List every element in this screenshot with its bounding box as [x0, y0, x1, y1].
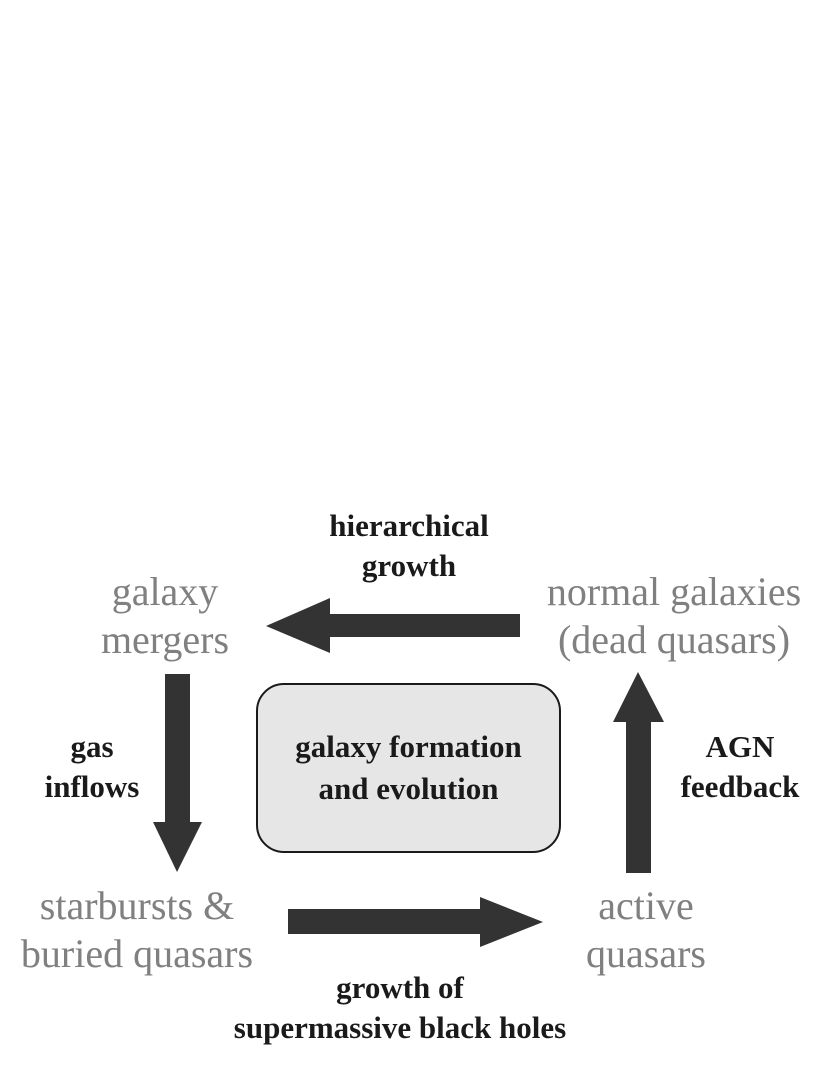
node-starbursts-line-2: buried quasars — [20, 931, 254, 976]
label-smbh-growth-line-2: supermassive black holes — [233, 1010, 567, 1045]
node-active-quasars: active quasars — [556, 882, 736, 978]
node-normal-galaxies: normal galaxies (dead quasars) — [524, 568, 824, 664]
label-agn-feedback: AGN feedback — [660, 727, 820, 807]
center-label-line-2: and evolution — [318, 771, 499, 806]
center-box: galaxy formation and evolution — [256, 683, 561, 853]
node-galaxy-mergers-line-2: mergers — [100, 617, 230, 662]
label-hierarchical-growth-line-1: hierarchical — [329, 508, 489, 543]
label-gas-inflows-line-1: gas — [70, 729, 114, 764]
label-hierarchical-growth-line-2: growth — [361, 548, 457, 583]
node-active-quasars-line-2: quasars — [586, 931, 706, 976]
label-gas-inflows-line-2: inflows — [44, 769, 140, 804]
label-hierarchical-growth: hierarchical growth — [300, 506, 518, 586]
label-agn-feedback-line-1: AGN — [705, 729, 775, 764]
arrow-agn-feedback — [613, 672, 664, 873]
arrow-hierarchical-growth — [266, 598, 520, 653]
arrow-smbh-growth — [288, 897, 543, 947]
node-normal-galaxies-line-1: normal galaxies — [546, 569, 802, 614]
label-smbh-growth: growth of supermassive black holes — [185, 968, 615, 1048]
node-active-quasars-line-1: active — [598, 883, 694, 928]
node-starbursts-line-1: starbursts & — [39, 883, 235, 928]
center-label-line-1: galaxy formation — [295, 729, 522, 764]
label-gas-inflows: gas inflows — [22, 727, 162, 807]
node-galaxy-mergers: galaxy mergers — [70, 568, 260, 664]
node-starbursts-buried-quasars: starbursts & buried quasars — [2, 882, 272, 978]
label-smbh-growth-line-1: growth of — [336, 970, 464, 1005]
arrow-gas-inflows — [153, 674, 202, 872]
node-galaxy-mergers-line-1: galaxy — [111, 569, 219, 614]
label-agn-feedback-line-2: feedback — [680, 769, 800, 804]
node-normal-galaxies-line-2: (dead quasars) — [557, 617, 791, 662]
